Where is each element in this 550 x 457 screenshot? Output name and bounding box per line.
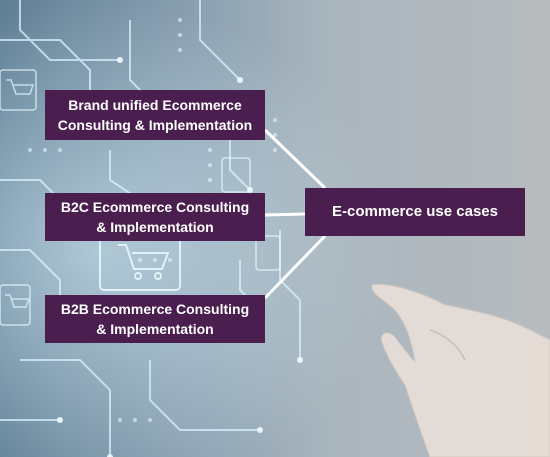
shopping-cart-icon-small (0, 69, 281, 326)
connector-b2b (263, 234, 327, 300)
use-case-line-1: B2B Ecommerce Consulting (60, 301, 250, 317)
use-case-box-brand-unified: Brand unified Ecommerce Consulting & Imp… (45, 90, 265, 140)
center-box-ecommerce-use-cases: E-commerce use cases (305, 188, 525, 236)
use-case-line-2: Consulting & Implementation (57, 117, 253, 133)
circuit-dots (28, 18, 277, 422)
use-case-line-2: & Implementation (96, 219, 214, 235)
pointing-hand-icon (371, 283, 550, 457)
use-case-line-2: & Implementation (96, 321, 214, 337)
use-case-box-b2c: B2C Ecommerce Consulting & Implementatio… (45, 193, 265, 241)
use-case-line-1: B2C Ecommerce Consulting (60, 199, 250, 215)
connector-b2c (264, 212, 306, 217)
use-case-line-1: Brand unified Ecommerce (68, 97, 242, 113)
center-label: E-commerce use cases (332, 203, 498, 220)
connector-brand (263, 128, 327, 190)
use-case-box-b2b: B2B Ecommerce Consulting & Implementatio… (45, 295, 265, 343)
